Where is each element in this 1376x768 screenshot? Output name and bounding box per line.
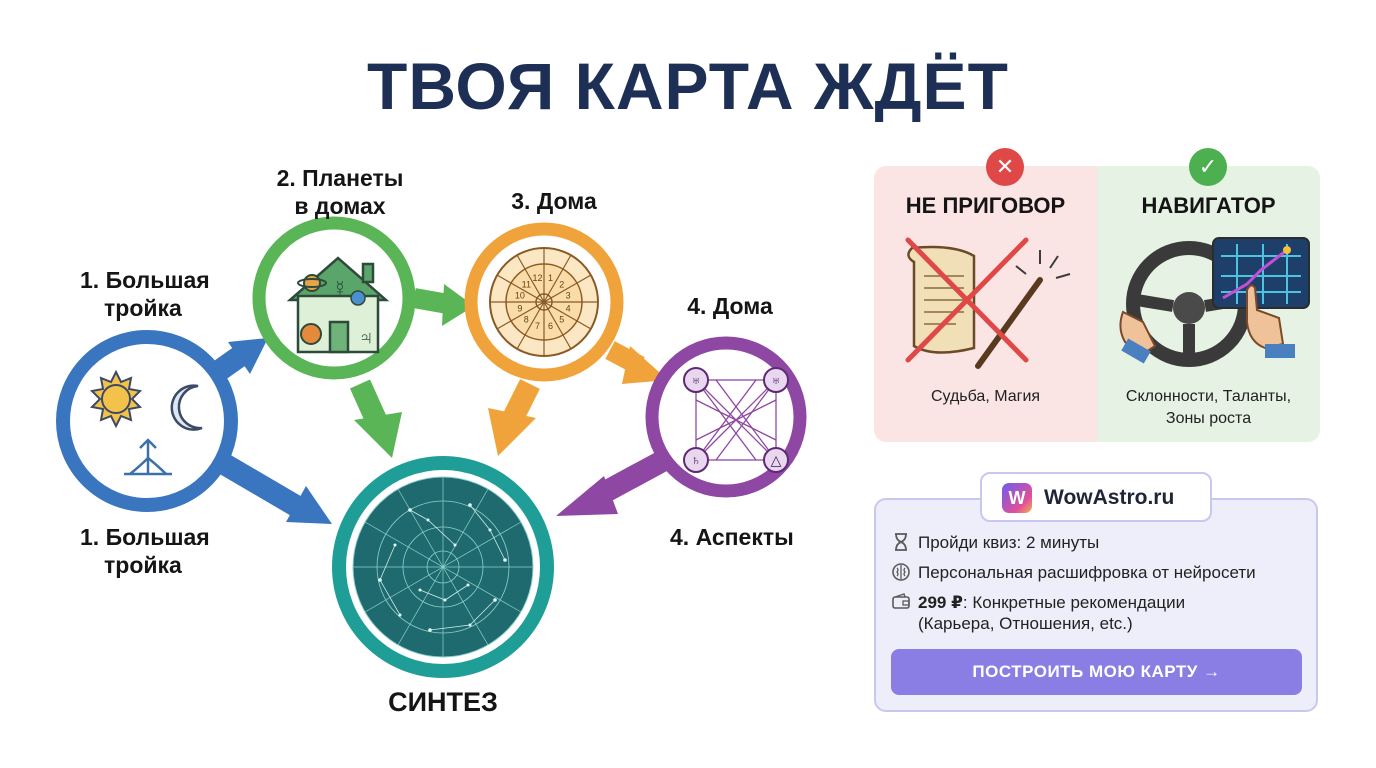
feature-ai-reading: Персональная расшифровка от нейросети [918,563,1256,582]
arrow-head-houses-to-aspects [622,346,668,384]
arrow-head-aspects-to-synth [556,476,618,516]
zodiac-house-number: 4 [566,304,571,314]
label-synthesis: СИНТЕЗ [388,687,498,717]
zodiac-house-number: 1 [548,273,553,283]
feature-recommendations: 299 ₽: Конкретные рекомендации [918,592,1185,613]
crossed-scroll-wand-icon [905,237,1071,369]
label-big-three-top-line2: тройка [104,295,182,321]
aspect-symbol-nodes [683,367,789,473]
constellation-map-icon [352,476,534,658]
zodiac-house-number: 9 [517,304,522,314]
hourglass-icon [895,533,907,551]
label-big-three-bottom-line2: тройка [104,552,182,578]
mercury-icon-globe [350,290,366,306]
label-big-three-bottom-line1: 1. Большая [80,524,210,550]
compare-not-verdict-subtitle: Судьба, Магия [930,388,1041,405]
feature-recommendations-text: : Конкретные рекомендации [962,593,1186,612]
arrow-head-big-three-to-planets [228,338,268,374]
zodiac-house-number: 6 [548,321,553,331]
label-aspects: 4. Аспекты [670,524,794,550]
node-houses-aspects: ♅ ♅ ♄ △ [645,336,807,498]
compare-not-verdict-title: НЕ ПРИГОВОР [905,193,1066,218]
zodiac-house-number: 12 [532,273,542,283]
zodiac-house-number: 7 [535,321,540,331]
brand-badge[interactable]: W WowAstro.ru [980,472,1212,522]
label-big-three-top-line1: 1. Большая [80,267,210,293]
feature-recommendations-detail: (Карьера, Отношения, etc.) [918,614,1133,633]
sun-icon [89,369,143,429]
arrow-big-three-to-synth [208,448,302,516]
cross-badge-icon: ✕ [986,148,1024,186]
node-big-three [56,330,238,512]
compare-navigator: НАВИГАТОР Склонности, Таланты, Зоны рост… [1097,166,1320,442]
label-houses: 3. Дома [511,188,597,214]
aspect-symbol-trine: △ [771,452,782,468]
check-badge-icon: ✓ [1189,148,1227,186]
brand-name: WowAstro.ru [1044,486,1175,509]
zodiac-house-number: 11 [522,279,531,289]
arrow-head-houses-to-synth [488,408,536,456]
feature-quiz: Пройди квиз: 2 минуты [918,533,1100,552]
mercury-icon: ☿ [332,276,349,301]
aspect-symbol-uranus-2: ♅ [771,372,782,388]
wallet-icon [892,593,910,609]
price-label: 299 ₽ [918,593,963,612]
aspect-symbol-saturn: ♄ [691,452,702,468]
compare-not-verdict: НЕ ПРИГОВОР Судьба, Магия [874,166,1097,442]
jupiter-icon: ♃ [359,327,374,349]
wowastro-logo-icon: W [1002,483,1032,513]
arrow-head-planets-to-houses [442,284,474,326]
zodiac-house-number: 8 [524,315,529,325]
compare-navigator-title: НАВИГАТОР [1141,193,1276,218]
planet-icon [297,274,327,345]
zodiac-house-number: 3 [566,291,571,301]
arrow-planets-to-houses [412,288,450,314]
label-planets-in-houses: 2. Планеты в домах [250,164,430,220]
label-planets-line2: в домах [294,193,386,219]
arrow-head-planets-to-synth [354,412,402,458]
arrow-head-big-three-to-synth [286,486,332,524]
ascendant-icon [124,438,172,476]
steering-wheel-map-icon [1119,237,1310,367]
node-planets-in-houses: ☿ ♃ [252,216,416,380]
node-synthesis [332,456,554,678]
compare-navigator-subtitle-line1: Склонности, Таланты, [1125,388,1292,405]
label-planets-line1: 2. Планеты [276,165,404,191]
compare-navigator-subtitle-line2: Зоны роста [1165,410,1252,427]
label-houses-4: 4. Дома [687,293,773,319]
zodiac-house-number: 5 [559,315,564,325]
build-my-chart-button[interactable]: ПОСТРОИТЬ МОЮ КАРТУ → [891,649,1302,695]
aspect-grid-icon [695,379,777,461]
compare-navigator-subtitle: Склонности, Таланты, Зоны роста [1097,386,1320,430]
flow-arrows [199,284,674,524]
label-big-three-top: 1. Большая тройка [80,266,210,322]
aspect-symbol-uranus: ♅ [691,372,702,388]
page-title: ТВОЯ КАРТА ЖДЁТ [367,49,1009,123]
label-big-three-bottom: 1. Большая тройка [80,523,210,579]
zodiac-house-number: 2 [559,279,564,289]
moon-icon [170,384,203,431]
brain-icon [892,563,910,581]
zodiac-house-number: 10 [515,291,525,301]
comparison-card: НЕ ПРИГОВОР Судьба, Магия НАВИГАТОР [874,166,1320,442]
